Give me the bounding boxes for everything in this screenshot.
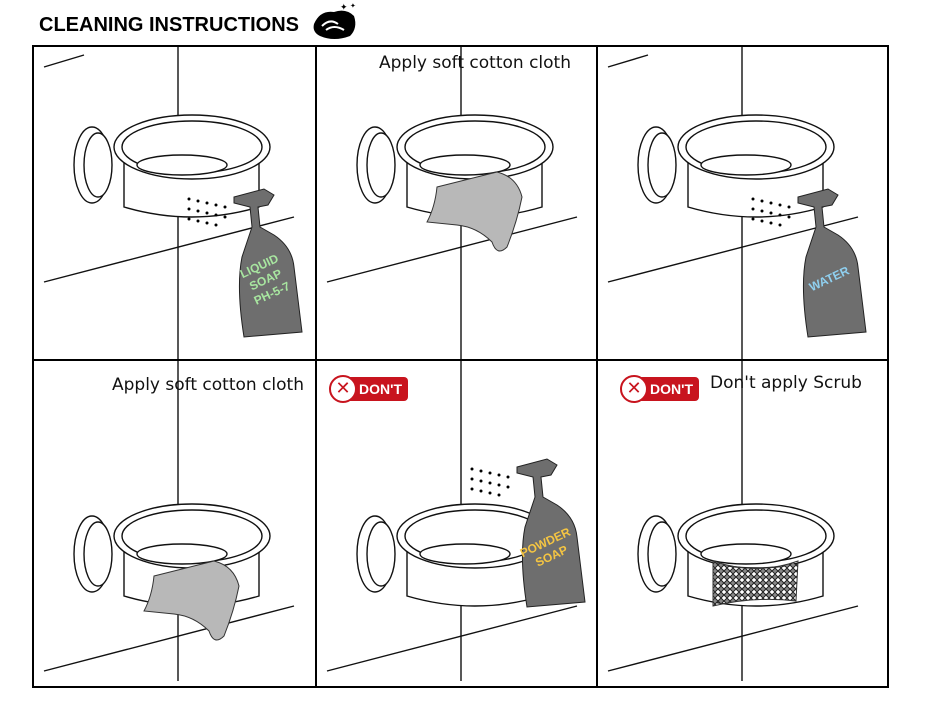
page-title: CLEANING INSTRUCTIONS [39, 14, 299, 36]
panel-caption: Apply soft cotton cloth [379, 53, 571, 73]
panel-6: ✕DON'T Don't apply Scrub [598, 361, 887, 686]
soap-dish [73, 114, 271, 218]
panel-3: WATER [598, 47, 887, 361]
x-circle-icon: ✕ [620, 375, 648, 403]
panel-4: Apply soft cotton cloth [34, 361, 317, 686]
cotton-cloth [426, 171, 523, 252]
counter-line [607, 605, 859, 672]
counter-line [43, 605, 295, 672]
panel-caption: Don't apply Scrub [710, 373, 862, 393]
scrub-pad [712, 560, 799, 607]
cotton-cloth [143, 560, 240, 641]
dont-badge: ✕DON'T [620, 375, 699, 403]
hand-washing-icon: ✦✦ [313, 2, 356, 39]
counter-line [326, 605, 578, 672]
panel-illustration: WATER [607, 47, 867, 359]
panel-2: Apply soft cotton cloth [317, 47, 598, 361]
soap-dish [637, 114, 835, 218]
panel-caption: Apply soft cotton cloth [112, 375, 304, 395]
panel-illustration [326, 47, 578, 359]
svg-text:✦: ✦ [350, 2, 356, 10]
soap-dish [356, 503, 554, 607]
dont-badge: ✕DON'T [329, 375, 408, 403]
counter-line [326, 216, 578, 283]
svg-text:✦: ✦ [340, 3, 348, 13]
spray-bottle: WATER [751, 188, 867, 338]
x-circle-icon: ✕ [329, 375, 357, 403]
panel-illustration [607, 361, 859, 681]
panel-illustration [43, 361, 295, 681]
